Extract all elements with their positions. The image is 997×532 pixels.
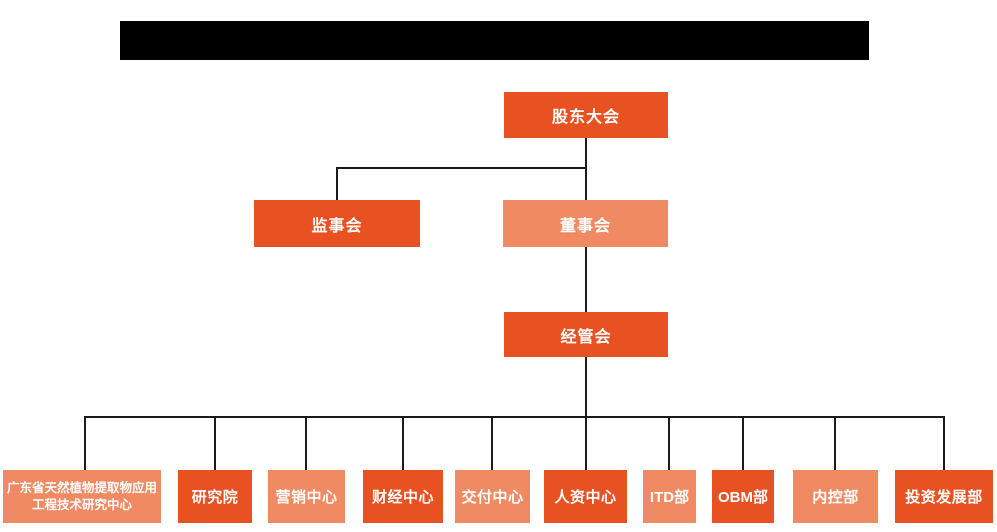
connector-drop-dept-5 (585, 416, 587, 470)
connector-bus (84, 416, 945, 418)
node-dept-research-center: 广东省天然植物提取物应用工程技术研究中心 (3, 470, 161, 523)
node-dept-delivery-center: 交付中心 (455, 470, 530, 523)
node-dept-hr-center: 人资中心 (544, 470, 627, 523)
connector-drop-dept-2 (305, 416, 307, 470)
node-dept-investment-development: 投资发展部 (895, 470, 993, 523)
connector-drop-dept-3 (402, 416, 404, 470)
connector-drop-dept-7 (742, 416, 744, 470)
connector-drop-dept-1 (214, 416, 216, 470)
node-dept-obm: OBM部 (712, 470, 774, 523)
node-management-committee: 经管会 (504, 312, 668, 357)
connector-drop-dept-0 (84, 416, 86, 470)
node-dept-internal-control: 内控部 (793, 470, 878, 523)
node-board-of-directors: 董事会 (503, 200, 668, 247)
node-board-of-supervisors: 监事会 (254, 200, 420, 247)
connector-root-to-directors (585, 138, 587, 200)
node-dept-itd: ITD部 (643, 470, 696, 523)
node-shareholders-meeting: 股东大会 (504, 92, 668, 138)
connector-drop-dept-9 (943, 416, 945, 470)
connector-management-to-bus (585, 357, 587, 417)
connector-drop-supervisors (336, 167, 338, 200)
node-dept-research-institute: 研究院 (178, 470, 252, 523)
node-dept-finance-center: 财经中心 (363, 470, 443, 523)
connector-directors-to-management (585, 247, 587, 312)
connector-drop-dept-6 (668, 416, 670, 470)
node-dept-marketing-center: 营销中心 (268, 470, 345, 523)
connector-branch-supervisors (336, 167, 587, 169)
redacted-title-bar (120, 21, 869, 60)
connector-drop-dept-8 (834, 416, 836, 470)
connector-drop-dept-4 (491, 416, 493, 470)
